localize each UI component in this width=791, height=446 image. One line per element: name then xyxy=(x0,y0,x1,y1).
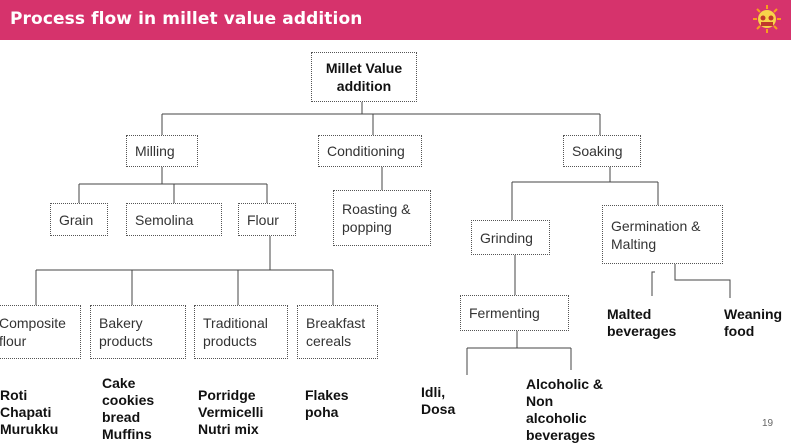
connector-germination xyxy=(651,264,731,298)
node-root: Millet Value addition xyxy=(311,52,417,102)
node-bakery: Bakery products xyxy=(90,305,186,359)
leaf-breakfast: Flakes poha xyxy=(305,387,349,420)
logo-icon xyxy=(753,5,781,33)
leaf-composite: Roti Chapati Murukku xyxy=(0,387,59,437)
node-breakfast: Breakfast cereals xyxy=(297,305,378,359)
node-grain: Grain xyxy=(50,203,108,236)
leaf-alcoholic: Alcoholic & Non alcoholic beverages xyxy=(526,376,604,443)
node-grinding: Grinding xyxy=(471,220,550,255)
leaf-fermented: Idli, Dosa xyxy=(421,384,456,417)
connector-milling xyxy=(78,167,268,203)
node-fermenting: Fermenting xyxy=(460,295,569,331)
node-roasting: Roasting & popping xyxy=(333,190,431,246)
node-conditioning: Conditioning xyxy=(318,135,422,167)
node-traditional: Traditional products xyxy=(194,305,288,359)
connector-soaking xyxy=(511,167,659,220)
node-milling: Milling xyxy=(126,135,198,167)
connector-fermenting xyxy=(466,331,572,375)
node-germination: Germination & Malting xyxy=(602,205,723,264)
connector-root xyxy=(161,102,601,135)
node-soaking: Soaking xyxy=(563,135,641,167)
connector-flour xyxy=(35,236,334,305)
leaf-weaning: Weaning food xyxy=(724,306,783,339)
leaf-malted: Malted beverages xyxy=(607,306,677,339)
node-semolina: Semolina xyxy=(126,203,222,236)
slide-title: Process flow in millet value addition xyxy=(10,9,363,29)
node-composite: Composite flour xyxy=(0,305,81,359)
slide-header: Process flow in millet value addition xyxy=(0,0,791,40)
page-number: 19 xyxy=(762,418,774,429)
node-flour: Flour xyxy=(238,203,296,236)
leaf-bakery: Cake cookies bread Muffins xyxy=(102,375,155,442)
leaf-traditional: Porridge Vermicelli Nutri mix xyxy=(198,387,264,437)
